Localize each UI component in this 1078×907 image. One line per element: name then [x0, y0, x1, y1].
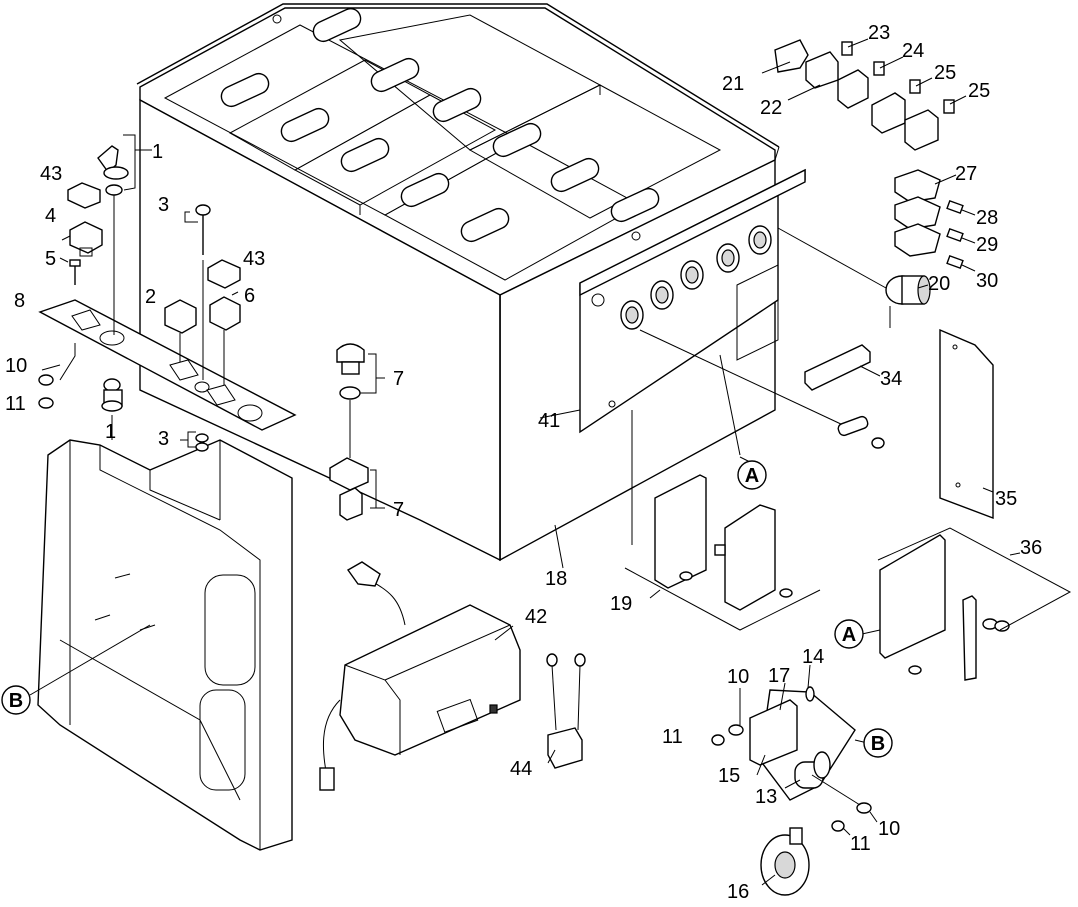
label-3-bottom: 3: [158, 428, 169, 450]
label-7-top: 7: [393, 368, 404, 390]
control-panel: [579, 168, 844, 434]
label-25-b: 25: [968, 80, 990, 102]
rocker-switch-4: [69, 221, 103, 257]
washer-nut-left: [38, 343, 76, 409]
terminal-block: [804, 344, 871, 391]
charger: [319, 561, 521, 791]
battery-cells: [163, 14, 722, 281]
part-labels: 1 1 2 3 3 4 5 6 7 7 8 10 10 10 11 11 11 …: [5, 22, 1042, 903]
label-30: 30: [976, 270, 998, 292]
label-10-right: 10: [878, 818, 900, 840]
svg-text:A: A: [842, 624, 856, 646]
label-43-left: 43: [40, 163, 62, 185]
switch-plate: [38, 299, 297, 431]
svg-text:B: B: [9, 690, 23, 712]
horn-assembly: [711, 686, 872, 896]
circuit-breakers: [620, 225, 772, 330]
callout-a-lower: A: [834, 619, 864, 649]
leader-lines: [29, 38, 1021, 886]
label-14: 14: [802, 646, 824, 668]
cable-assembly: [546, 653, 586, 769]
svg-text:B: B: [871, 733, 885, 755]
contactor: [777, 227, 931, 328]
screw-5: [69, 259, 81, 285]
label-11-left: 11: [5, 393, 26, 415]
label-1-bottom: 1: [105, 421, 116, 443]
label-13: 13: [755, 786, 777, 808]
label-7-bottom: 7: [393, 499, 404, 521]
circuit-board: [877, 527, 1072, 681]
label-18: 18: [545, 568, 567, 590]
label-17: 17: [768, 665, 790, 687]
label-20: 20: [928, 273, 950, 295]
cover-plate: [939, 328, 994, 520]
label-6: 6: [244, 285, 255, 307]
front-cover-panel: [37, 439, 293, 851]
link-plate: [837, 415, 885, 449]
label-3-top: 3: [158, 194, 169, 216]
svg-text:A: A: [745, 465, 759, 487]
label-8: 8: [14, 290, 25, 312]
label-21: 21: [722, 73, 744, 95]
emergency-stop: [329, 343, 369, 521]
label-15: 15: [718, 765, 740, 787]
fuse-holders: [894, 169, 964, 270]
label-11-horn: 11: [662, 726, 683, 748]
cell-connectors: [220, 7, 660, 243]
label-10-left: 10: [5, 355, 27, 377]
label-11-right: 11: [850, 833, 871, 855]
key-switch-body: [101, 378, 123, 440]
label-41: 41: [538, 410, 560, 432]
label-22: 22: [760, 97, 782, 119]
controller-bracket: [624, 354, 821, 631]
label-1-top: 1: [152, 141, 163, 163]
label-44: 44: [510, 758, 532, 780]
label-35: 35: [995, 488, 1017, 510]
callout-a-upper: A: [737, 460, 767, 490]
label-2: 2: [145, 286, 156, 308]
label-4: 4: [45, 205, 56, 227]
relays: [774, 39, 955, 151]
callout-b-left: B: [1, 685, 31, 715]
callout-b-right: B: [863, 728, 893, 758]
label-25-a: 25: [934, 62, 956, 84]
label-23: 23: [868, 22, 890, 44]
switch-cap-right: [207, 259, 241, 289]
switch-2: [164, 299, 197, 362]
label-5: 5: [45, 248, 56, 270]
label-24: 24: [902, 40, 924, 62]
key-switch: [97, 145, 129, 335]
label-29: 29: [976, 234, 998, 256]
label-43-right: 43: [243, 248, 265, 270]
label-36: 36: [1020, 537, 1042, 559]
switch-6: [209, 296, 241, 385]
switch-cap-left: [67, 182, 101, 209]
label-28: 28: [976, 207, 998, 229]
pin-3: [195, 204, 211, 452]
label-10-horn: 10: [727, 666, 749, 688]
label-42: 42: [525, 606, 547, 628]
label-27: 27: [955, 163, 977, 185]
label-34: 34: [880, 368, 902, 390]
label-16: 16: [727, 881, 749, 903]
label-19: 19: [610, 593, 632, 615]
